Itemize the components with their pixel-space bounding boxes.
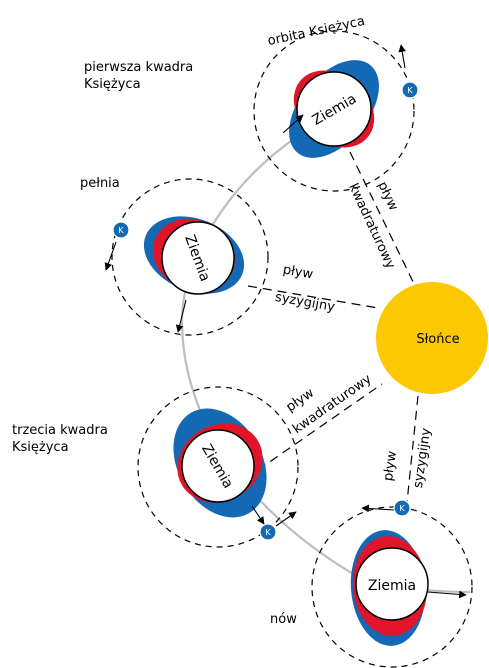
- earth-group-new: Ziemia: [350, 530, 429, 646]
- arrow-icon: [104, 241, 117, 271]
- earth-group-third-quarter: Ziemia: [173, 408, 267, 518]
- moon-label: K: [118, 226, 124, 235]
- moon-label: K: [399, 504, 405, 513]
- arrow-icon: [175, 299, 187, 333]
- moon-new: K: [393, 499, 411, 517]
- moon: [393, 499, 411, 517]
- moon-label: K: [407, 86, 413, 95]
- sun: [376, 282, 488, 394]
- arrow-icon: [361, 504, 395, 513]
- moon-orbit-first-quarter: [253, 30, 415, 192]
- first-quarter-label-line1: pierwsza kwadra: [84, 60, 193, 75]
- earth-label: Ziemia: [368, 578, 416, 594]
- moon: [112, 221, 130, 239]
- earth: [355, 547, 429, 621]
- moon-orbit-new: [311, 506, 473, 668]
- new-moon-label: nów: [270, 612, 297, 627]
- neap-tide-line-top: [349, 151, 419, 293]
- spring-tide-line-bottom: [405, 395, 419, 513]
- tide-word-label: pływ: [282, 262, 315, 282]
- earth: [161, 221, 235, 295]
- orbit-label: orbita Księżyca: [266, 14, 366, 49]
- moon: [259, 523, 277, 541]
- sun-label: Słońce: [416, 332, 459, 347]
- tide-lines: [247, 151, 419, 513]
- arrow-icon: [275, 511, 297, 527]
- moon-full: K: [112, 221, 130, 239]
- neap-tide-line-bottom: [257, 383, 383, 471]
- earth-group-full: Ziemia: [143, 216, 245, 295]
- arrow-icon: [251, 505, 265, 525]
- moon-label: K: [265, 528, 271, 537]
- moon-third-quarter: K: [259, 523, 277, 541]
- tide-word-label: pływ: [374, 179, 401, 213]
- spring-tide-label: syzygijny: [411, 427, 434, 489]
- spring-tide-line-left: [247, 285, 379, 309]
- third-quarter-label-line2: Księżyca: [12, 440, 69, 455]
- third-quarter-label-line1: trzecia kwadra: [12, 423, 108, 438]
- tide-word-label: pływ: [381, 450, 400, 482]
- moon-orbit-full: [111, 178, 269, 336]
- arrow-icon: [427, 590, 467, 599]
- full-moon-label: pełnia: [80, 176, 120, 191]
- moon-first-quarter: K: [401, 81, 419, 99]
- spring-tide-label: syzygijny: [274, 290, 336, 315]
- arrow-icon: [282, 114, 304, 134]
- sun-group: Słońce: [376, 282, 488, 394]
- earth-group-first-quarter: Ziemia: [289, 60, 379, 158]
- arrow-icon: [398, 44, 406, 69]
- first-quarter-label-line2: Księżyca: [84, 77, 141, 92]
- earth: [181, 429, 255, 503]
- earth: [296, 71, 372, 147]
- moon: [401, 81, 419, 99]
- moon-orbit-third-quarter: [137, 386, 299, 548]
- motion-arrows: [104, 44, 467, 599]
